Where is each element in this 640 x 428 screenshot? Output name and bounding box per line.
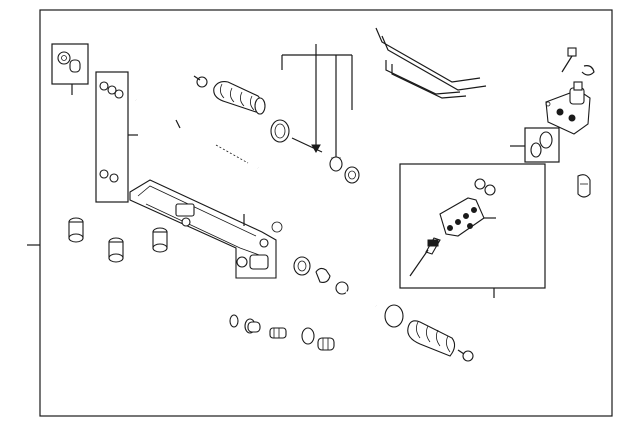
inner-rack-rod[interactable] xyxy=(135,98,259,170)
dust-boot-left[interactable] xyxy=(213,81,266,115)
inner-tie-rod[interactable] xyxy=(335,281,404,328)
boot-clamp-right[interactable] xyxy=(457,349,474,362)
boot-clamp-left[interactable] xyxy=(193,75,208,88)
pinion-rod-assembly[interactable] xyxy=(270,119,360,184)
retaining-clip[interactable] xyxy=(581,65,595,76)
union-fitting[interactable] xyxy=(577,174,591,198)
pinion-valve-housing[interactable] xyxy=(545,81,591,135)
lower-seal-set[interactable] xyxy=(229,314,335,351)
seal-rings-box[interactable] xyxy=(95,71,138,203)
tie-rod-end-assembly[interactable] xyxy=(293,256,331,283)
pinion-rod-leaders xyxy=(281,44,353,167)
feed-lines[interactable] xyxy=(375,27,487,99)
diagram-frame xyxy=(39,9,613,417)
dust-boot-right[interactable] xyxy=(407,320,456,357)
fitting-bolt[interactable] xyxy=(561,47,577,73)
valve-spool-kit-box[interactable] xyxy=(399,163,546,298)
rack-housing[interactable] xyxy=(129,179,283,279)
seal-kit-box[interactable] xyxy=(51,43,89,95)
valve-seal-box[interactable] xyxy=(510,127,560,163)
mount-bushing[interactable] xyxy=(68,217,168,263)
